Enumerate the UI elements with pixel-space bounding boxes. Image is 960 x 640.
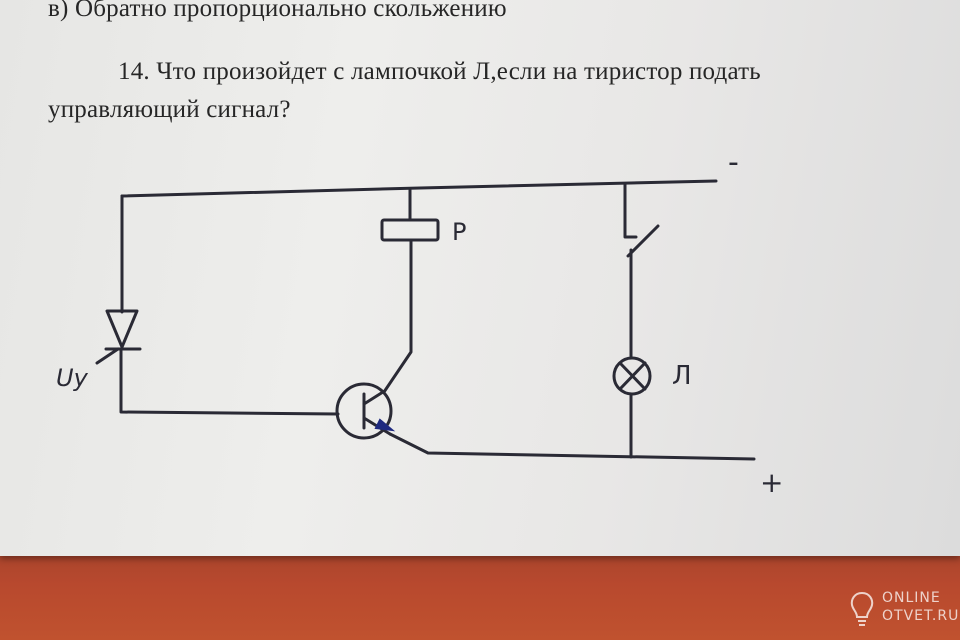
lamp-symbol <box>612 356 652 396</box>
watermark-line1: ONLINE <box>882 590 941 606</box>
top-rail-wire <box>120 179 718 198</box>
control-signal-label: Uy <box>56 364 89 392</box>
circuit-diagram: - + P Л Uy <box>56 145 783 499</box>
lamp-label: Л <box>672 361 692 391</box>
transistor-symbol <box>335 382 396 440</box>
relay-label: P <box>452 218 466 246</box>
question-14-line2: управляющий сигнал? <box>48 96 291 123</box>
emitter-to-plus-rail <box>388 432 756 461</box>
table-surface <box>0 548 960 640</box>
relay-coil-symbol <box>380 218 440 242</box>
left-wire-lower <box>119 347 340 416</box>
site-watermark: ONLINE OTVET.RU <box>848 588 958 632</box>
watermark-line2: OTVET.RU <box>882 608 960 624</box>
answer-option-v: в) Обратно пропорционально скольжению <box>48 0 507 22</box>
minus-terminal-label: - <box>728 145 739 180</box>
question-14-line1: 14. Что произойдет с лампочкой Л,если на… <box>118 58 761 85</box>
switch-contact-symbol <box>626 224 660 258</box>
lightbulb-icon <box>850 591 874 626</box>
thyristor-symbol <box>95 309 142 365</box>
paper-sheet: в) Обратно пропорционально скольжению 14… <box>0 0 960 556</box>
plus-terminal-label: + <box>760 466 783 499</box>
relay-wire-bottom <box>382 238 413 394</box>
right-wire-upper <box>623 182 638 239</box>
